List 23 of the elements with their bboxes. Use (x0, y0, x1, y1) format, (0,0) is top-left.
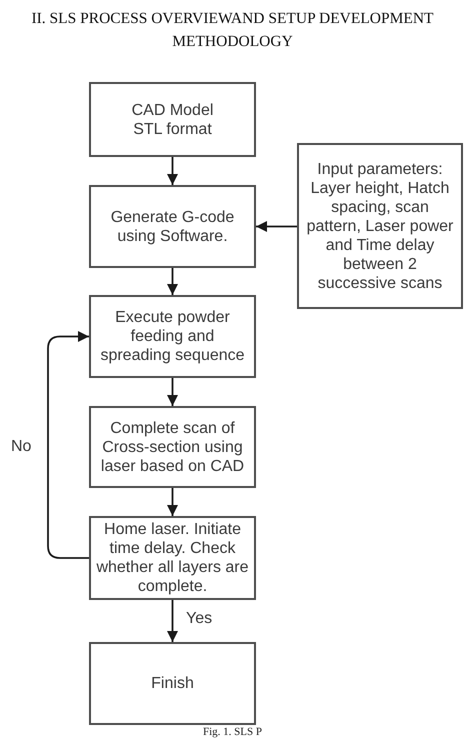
process-box (89, 185, 256, 268)
step-label: CAD Model STL format (130, 100, 214, 138)
step-label: Finish (151, 674, 194, 693)
decision-box (89, 516, 256, 600)
process-box (89, 82, 256, 157)
arrow (167, 268, 178, 295)
arrow (167, 600, 178, 642)
process-box (89, 406, 256, 488)
step-label: Generate G-code using Software. (110, 208, 236, 246)
section-heading: II. SLS PROCESS OVERVIEWAND SETUP DEVELOPMENT METHODOLOGY (30, 9, 435, 52)
arrow (256, 221, 297, 232)
step-label: Input parameters: Layer height, Hatch spacing, scan pattern, Laser power and Time delay between 2 successive scans (306, 160, 454, 292)
step-label: Complete scan of Cross-section using laser based on CAD (100, 418, 246, 476)
step-label: Execute powder feeding and spreading sequence (99, 308, 246, 365)
arrow (167, 157, 178, 185)
end-box (89, 642, 256, 725)
arrow (167, 488, 178, 516)
parameter-box (297, 143, 463, 309)
step-label: Home laser. Initiate time delay. Check whether all layers are complete. (96, 520, 249, 596)
arrow (47, 331, 89, 559)
arrow (167, 378, 178, 406)
figure-caption: Fig. 1. SLS P (203, 726, 262, 739)
process-box (89, 295, 256, 378)
